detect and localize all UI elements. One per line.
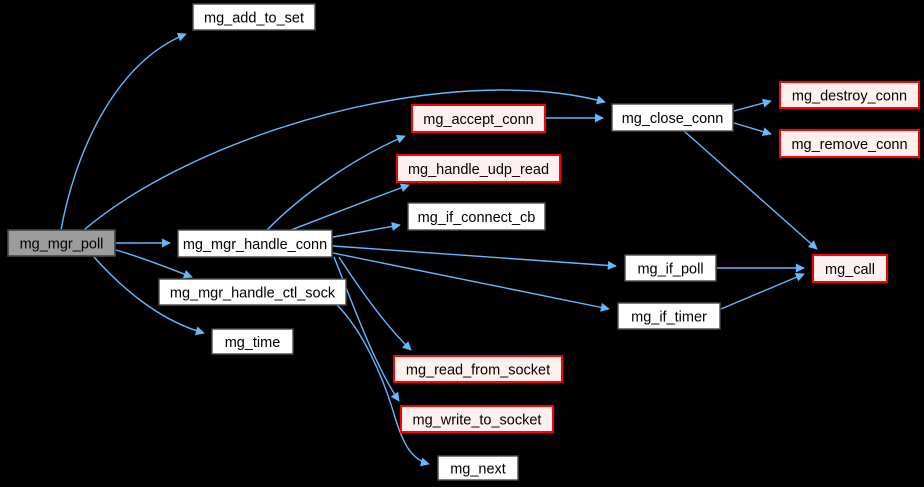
node-mg_write_to_socket[interactable]: mg_write_to_socket [400,405,554,433]
node-mg_remove_conn[interactable]: mg_remove_conn [779,129,920,158]
edge-mg_mgr_handle_conn-mg_write_to_socket [333,256,400,402]
svg-text:mg_add_to_set: mg_add_to_set [204,11,304,27]
svg-text:mg_if_poll: mg_if_poll [637,262,703,278]
node-mg_call[interactable]: mg_call [812,254,888,283]
nodes-layer: mg_mgr_poll mg_add_to_set mg_accept_conn… [7,3,920,481]
node-mg_if_timer[interactable]: mg_if_timer [617,302,721,330]
edge-mg_close_conn-mg_call [683,130,818,250]
node-mg_next[interactable]: mg_next [437,455,519,481]
svg-text:mg_close_conn: mg_close_conn [622,111,724,127]
node-mg_time[interactable]: mg_time [211,328,294,355]
node-mg_read_from_socket[interactable]: mg_read_from_socket [393,355,563,383]
node-mg_mgr_handle_conn[interactable]: mg_mgr_handle_conn [177,229,333,258]
edge-mg_mgr_handle_conn-mg_handle_udp_read [290,183,410,231]
svg-text:mg_mgr_handle_ctl_sock: mg_mgr_handle_ctl_sock [170,286,336,302]
svg-text:mg_read_from_socket: mg_read_from_socket [406,363,550,379]
edge-mg_close_conn-mg_remove_conn [733,122,772,137]
svg-text:mg_accept_conn: mg_accept_conn [423,112,533,128]
node-mg_mgr_handle_ctl_sock[interactable]: mg_mgr_handle_ctl_sock [158,278,347,306]
edge-mg_mgr_poll-mg_time [93,256,205,336]
edge-mg_mgr_handle_conn-mg_accept_conn [266,135,406,231]
edge-mg_mgr_poll-mg_add_to_set [60,32,187,231]
svg-text:mg_write_to_socket: mg_write_to_socket [413,413,542,429]
svg-text:mg_mgr_poll: mg_mgr_poll [20,237,104,253]
svg-text:mg_if_timer: mg_if_timer [631,310,707,326]
edge-mg_mgr_handle_ctl_sock-mg_next [336,304,430,467]
svg-text:mg_if_connect_cb: mg_if_connect_cb [418,210,536,226]
svg-text:mg_handle_udp_read: mg_handle_udp_read [408,162,549,178]
edge-mg_mgr_poll-mg_mgr_handle_ctl_sock [115,249,193,279]
svg-text:mg_remove_conn: mg_remove_conn [791,137,907,153]
edge-mg_mgr_handle_conn-mg_read_from_socket [338,256,412,351]
edges-layer [60,32,818,467]
node-mg_if_connect_cb[interactable]: mg_if_connect_cb [407,202,546,231]
node-mg_close_conn[interactable]: mg_close_conn [611,103,734,132]
node-mg_accept_conn[interactable]: mg_accept_conn [411,104,546,133]
svg-text:mg_destroy_conn: mg_destroy_conn [792,89,907,105]
edge-mg_if_timer-mg_call [720,273,805,310]
svg-text:mg_time: mg_time [225,335,281,351]
edge-mg_mgr_poll-mg_close_conn [83,89,606,231]
node-mg_mgr_poll: mg_mgr_poll [7,229,116,257]
node-mg_if_poll[interactable]: mg_if_poll [624,254,717,282]
edge-mg_close_conn-mg_destroy_conn [733,98,772,112]
node-mg_destroy_conn[interactable]: mg_destroy_conn [779,81,920,109]
svg-text:mg_next: mg_next [450,462,506,478]
node-mg_handle_udp_read[interactable]: mg_handle_udp_read [396,154,561,183]
svg-text:mg_call: mg_call [825,262,875,278]
edge-mg_mgr_handle_conn-mg_if_timer [332,252,610,312]
svg-text:mg_mgr_handle_conn: mg_mgr_handle_conn [183,237,327,253]
edge-mg_mgr_handle_conn-mg_if_poll [332,245,617,270]
node-mg_add_to_set[interactable]: mg_add_to_set [192,3,316,31]
edge-mg_mgr_handle_conn-mg_if_connect_cb [332,222,401,238]
